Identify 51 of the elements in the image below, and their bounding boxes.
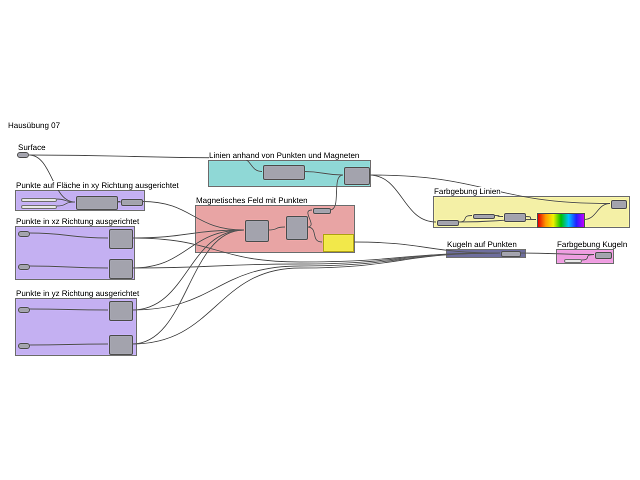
component-box	[344, 167, 370, 185]
wire	[28, 308, 108, 310]
component-box	[504, 213, 526, 222]
wire	[304, 171, 344, 176]
slider-bar	[21, 198, 57, 202]
wire	[330, 174, 344, 210]
component-box	[313, 208, 331, 214]
group-title: Punkte auf Fläche in xy Richtung ausgerichtet	[16, 181, 179, 190]
component-box	[595, 252, 612, 259]
component-box	[611, 200, 627, 209]
wire	[268, 226, 286, 230]
wire	[458, 219, 536, 222]
component-box	[121, 199, 143, 206]
component-box	[109, 259, 133, 279]
wire	[56, 202, 76, 206]
group-title: Magnetisches Feld mit Punkten	[196, 196, 308, 205]
component-box	[109, 301, 133, 321]
component-box	[286, 216, 308, 240]
slider-bar	[564, 259, 582, 263]
wire	[28, 266, 108, 268]
component-box	[245, 220, 269, 242]
group-title: Punkte in xz Richtung ausgerichtet	[16, 217, 140, 226]
parameter-capsule	[18, 231, 30, 237]
component-box	[76, 196, 118, 210]
parameter-capsule	[18, 307, 30, 313]
component-box	[473, 214, 495, 219]
wire	[28, 344, 108, 346]
wire	[584, 203, 610, 220]
note-panel	[323, 234, 354, 252]
wire	[580, 254, 594, 260]
canvas-title: Hausübung 07	[8, 121, 60, 130]
component-box	[109, 229, 133, 249]
component-box	[109, 335, 133, 355]
component-box	[501, 251, 521, 257]
parameter-capsule	[18, 264, 30, 270]
group-title: Linien anhand von Punkten und Magneten	[209, 151, 360, 160]
group-title: Farbgebung Kugeln	[557, 240, 628, 249]
wire	[306, 210, 312, 228]
wire	[28, 232, 108, 238]
wire	[116, 201, 122, 202]
wire	[494, 215, 504, 217]
gradient-bar	[537, 213, 585, 228]
group-title: Surface	[18, 143, 46, 152]
component-box	[437, 220, 459, 226]
parameter-capsule	[18, 343, 30, 349]
group-title: Kugeln auf Punkten	[447, 240, 517, 249]
wire	[306, 226, 322, 242]
group-title: Farbgebung Linien	[434, 187, 501, 196]
component-box	[263, 165, 305, 180]
slider-bar	[21, 205, 57, 209]
group-title: Punkte in yz Richtung ausgerichtet	[16, 289, 140, 298]
